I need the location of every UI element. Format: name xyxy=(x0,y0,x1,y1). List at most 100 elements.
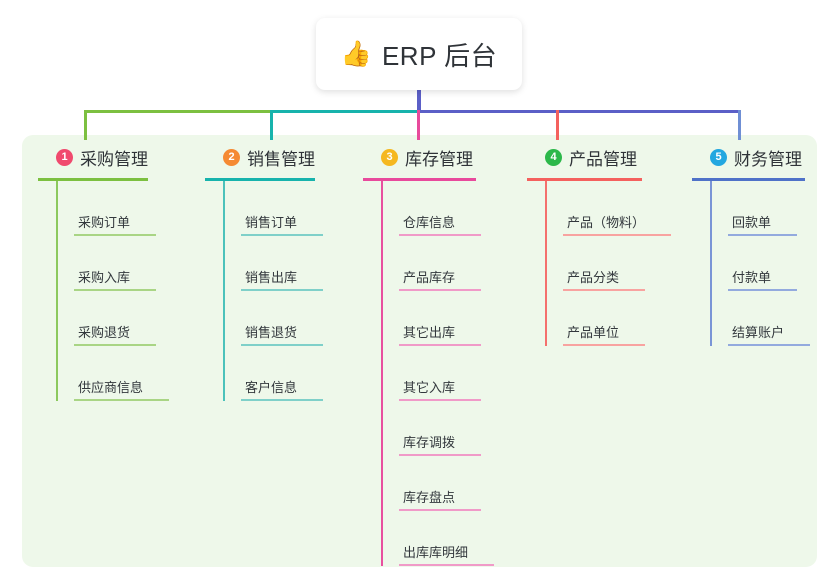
column-4-item-3-label: 产品单位 xyxy=(567,325,620,340)
column-3-item-2[interactable]: 产品库存 xyxy=(381,236,513,291)
column-3-item-6-label: 库存盘点 xyxy=(403,490,456,505)
column-4-item-1[interactable]: 产品（物料） xyxy=(545,181,687,236)
column-3-item-6-rule xyxy=(399,509,481,511)
column-4-spine xyxy=(545,181,547,346)
column-2-item-1[interactable]: 销售订单 xyxy=(223,181,355,236)
column-1-item-3[interactable]: 采购退货 xyxy=(56,291,188,346)
column-5-header-rule xyxy=(692,178,805,181)
connector-stub-5 xyxy=(738,110,741,140)
column-3-item-1-label: 仓库信息 xyxy=(403,215,456,230)
column-1-spine xyxy=(56,181,58,401)
column-3-item-4[interactable]: 其它入库 xyxy=(381,346,513,401)
column-2-item-3-rule xyxy=(241,344,323,346)
column-1-item-2-label: 采购入库 xyxy=(78,270,131,285)
column-2-item-1-label: 销售订单 xyxy=(245,215,298,230)
column-3-item-1-rule xyxy=(399,234,481,236)
column-1-item-3-label: 采购退货 xyxy=(78,325,131,340)
column-4-item-2[interactable]: 产品分类 xyxy=(545,236,687,291)
column-4-item-1-label: 产品（物料） xyxy=(567,215,646,230)
column-1-header-rule xyxy=(38,178,148,181)
column-1-header[interactable]: 1 采购管理 xyxy=(38,143,188,171)
connector-bar-teal xyxy=(270,110,420,113)
column-3-item-7-rule xyxy=(399,564,494,566)
column-3-item-3-rule xyxy=(399,344,481,346)
column-3-item-7[interactable]: 出库库明细 xyxy=(381,511,513,566)
column-1-item-4-label: 供应商信息 xyxy=(78,380,144,395)
column-3-item-5[interactable]: 库存调拨 xyxy=(381,401,513,456)
root-trunk-line xyxy=(417,90,421,112)
column-5-item-1-label: 回款单 xyxy=(732,215,772,230)
root-title: ERP 后台 xyxy=(381,40,498,71)
column-1-title: 采购管理 xyxy=(80,149,148,169)
column-3-header[interactable]: 3 库存管理 xyxy=(363,143,513,171)
connector-stub-4 xyxy=(556,110,559,140)
column-3: 3 库存管理 仓库信息产品库存其它出库其它入库库存调拨库存盘点出库库明细 xyxy=(363,143,513,566)
column-1-item-4[interactable]: 供应商信息 xyxy=(56,346,188,401)
column-3-item-7-label: 出库库明细 xyxy=(403,545,469,560)
column-3-item-4-label: 其它入库 xyxy=(403,380,456,395)
column-3-item-4-rule xyxy=(399,399,481,401)
connector-stub-3 xyxy=(417,110,420,140)
column-3-badge: 3 xyxy=(381,148,398,166)
column-5-item-3-label: 结算账户 xyxy=(732,325,785,340)
column-4-header[interactable]: 4 产品管理 xyxy=(527,143,687,171)
column-2-item-2-label: 销售出库 xyxy=(245,270,298,285)
column-1-item-1-rule xyxy=(74,234,156,236)
column-2-item-3-label: 销售退货 xyxy=(245,325,298,340)
column-2-title: 销售管理 xyxy=(247,149,315,169)
column-3-item-3[interactable]: 其它出库 xyxy=(381,291,513,346)
column-2-item-4-rule xyxy=(241,399,323,401)
column-2-item-1-rule xyxy=(241,234,323,236)
column-3-item-2-label: 产品库存 xyxy=(403,270,456,285)
column-2-item-4-label: 客户信息 xyxy=(245,380,298,395)
column-1-item-2-rule xyxy=(74,289,156,291)
content-panel xyxy=(22,135,817,567)
column-1-items: 采购订单采购入库采购退货供应商信息 xyxy=(38,181,188,401)
column-2-item-2-rule xyxy=(241,289,323,291)
column-5: 5 财务管理 回款单付款单结算账户 xyxy=(692,143,839,346)
column-4-badge: 4 xyxy=(545,148,562,166)
connector-bar-green xyxy=(84,110,272,113)
column-1: 1 采购管理 采购订单采购入库采购退货供应商信息 xyxy=(38,143,188,401)
column-2: 2 销售管理 销售订单销售出库销售退货客户信息 xyxy=(205,143,355,401)
column-4-item-3[interactable]: 产品单位 xyxy=(545,291,687,346)
column-4-item-2-label: 产品分类 xyxy=(567,270,620,285)
column-3-spine xyxy=(381,181,383,566)
column-4-items: 产品（物料） 产品分类产品单位 xyxy=(527,181,687,346)
column-2-header-rule xyxy=(205,178,315,181)
column-3-header-rule xyxy=(363,178,476,181)
column-1-badge: 1 xyxy=(56,148,73,166)
column-5-item-1[interactable]: 回款单 xyxy=(710,181,839,236)
column-3-item-1[interactable]: 仓库信息 xyxy=(381,181,513,236)
column-5-item-2-rule xyxy=(728,289,797,291)
column-1-item-4-rule xyxy=(74,399,169,401)
column-2-item-4[interactable]: 客户信息 xyxy=(223,346,355,401)
column-4-item-3-rule xyxy=(563,344,645,346)
column-5-items: 回款单付款单结算账户 xyxy=(692,181,839,346)
column-5-header[interactable]: 5 财务管理 xyxy=(692,143,839,171)
column-2-item-2[interactable]: 销售出库 xyxy=(223,236,355,291)
column-1-item-1[interactable]: 采购订单 xyxy=(56,181,188,236)
column-5-item-3-rule xyxy=(728,344,810,346)
column-2-item-3[interactable]: 销售退货 xyxy=(223,291,355,346)
column-4-item-2-rule xyxy=(563,289,645,291)
column-2-header[interactable]: 2 销售管理 xyxy=(205,143,355,171)
column-1-item-2[interactable]: 采购入库 xyxy=(56,236,188,291)
column-3-item-3-label: 其它出库 xyxy=(403,325,456,340)
column-5-item-2[interactable]: 付款单 xyxy=(710,236,839,291)
column-3-title: 库存管理 xyxy=(405,149,473,169)
connector-stub-2 xyxy=(270,110,273,140)
column-4-item-1-rule xyxy=(563,234,671,236)
column-3-item-2-rule xyxy=(399,289,481,291)
column-5-item-3[interactable]: 结算账户 xyxy=(710,291,839,346)
column-5-item-2-label: 付款单 xyxy=(732,270,772,285)
column-4-title: 产品管理 xyxy=(569,149,637,169)
column-3-item-5-rule xyxy=(399,454,481,456)
root-node[interactable]: 👍 ERP 后台 xyxy=(316,18,522,90)
column-4: 4 产品管理 产品（物料） 产品分类产品单位 xyxy=(527,143,687,346)
column-2-items: 销售订单销售出库销售退货客户信息 xyxy=(205,181,355,401)
column-2-spine xyxy=(223,181,225,401)
column-5-item-1-rule xyxy=(728,234,797,236)
column-3-item-6[interactable]: 库存盘点 xyxy=(381,456,513,511)
